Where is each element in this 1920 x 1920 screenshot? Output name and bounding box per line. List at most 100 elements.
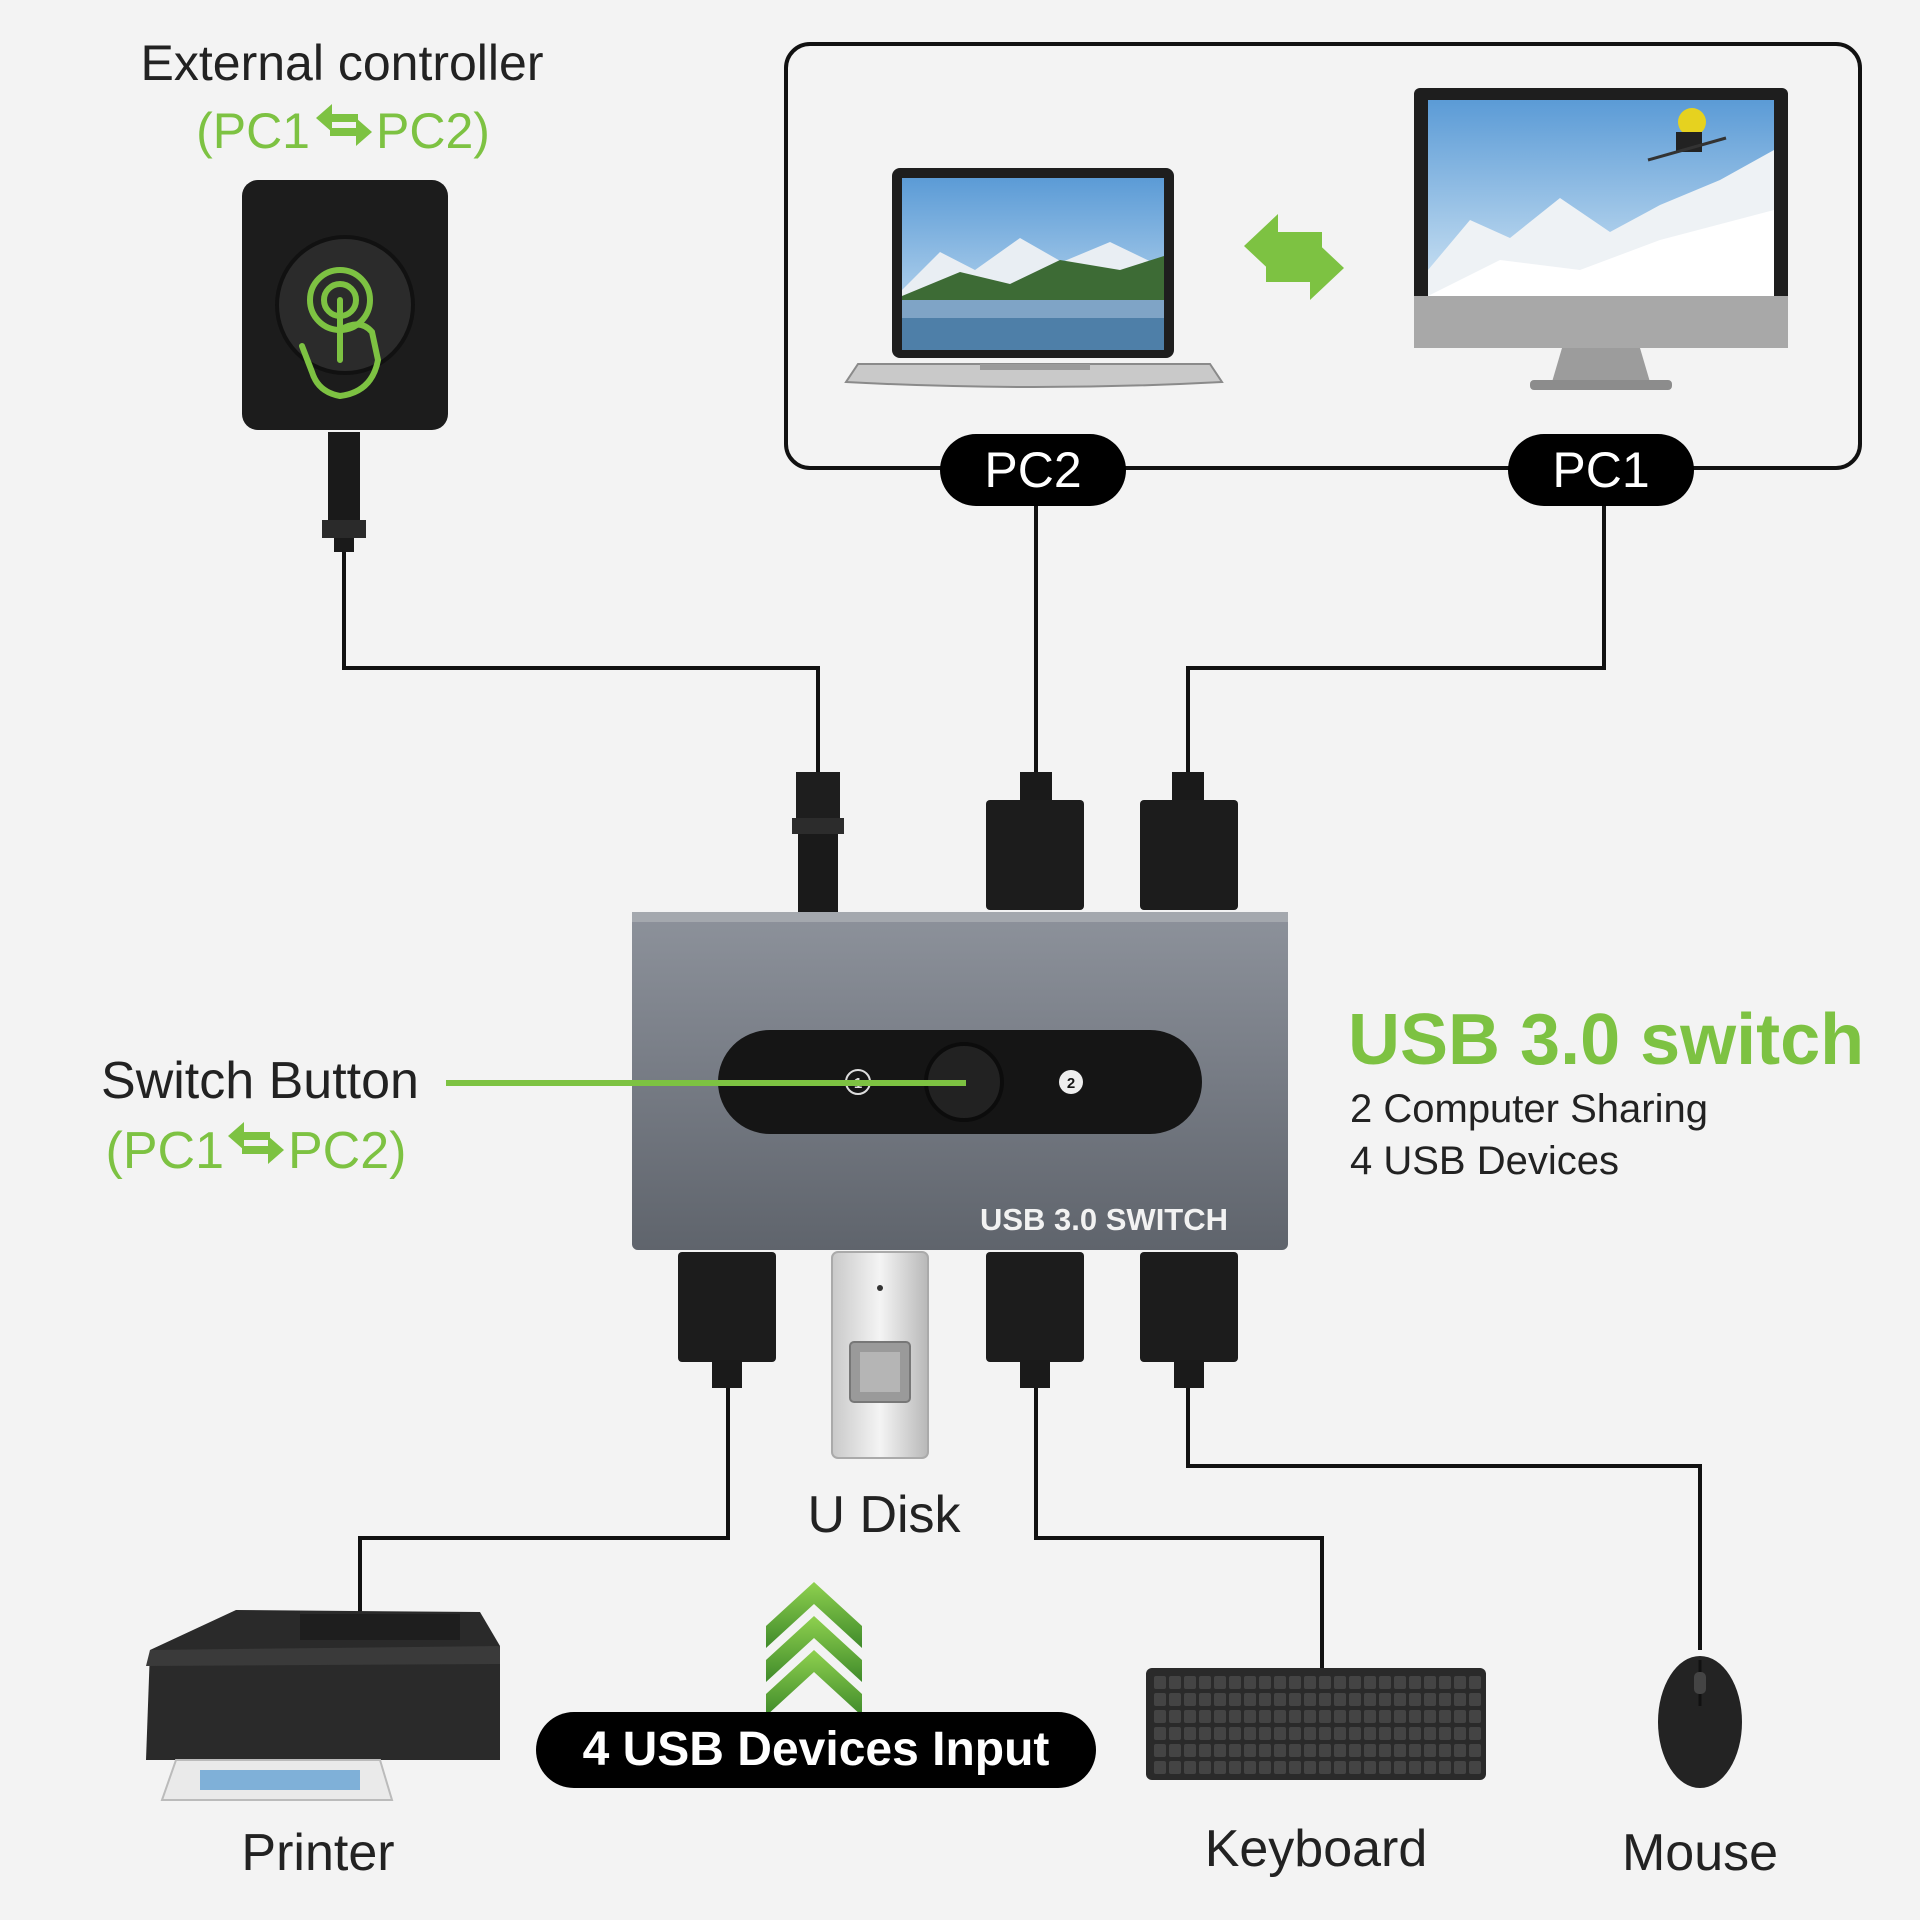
pc1-label: PC1 (1552, 442, 1649, 498)
keyboard-key (1259, 1710, 1271, 1723)
bottom-connectors (678, 1251, 1238, 1459)
keyboard-key (1184, 1727, 1196, 1740)
printer (146, 1610, 500, 1801)
pc1-cable (1186, 505, 1606, 780)
keyboard-key (1199, 1693, 1211, 1706)
keyboard-key (1169, 1727, 1181, 1740)
keyboard-key (1469, 1727, 1481, 1740)
pc2-label: PC2 (984, 442, 1081, 498)
keyboard-key (1469, 1744, 1481, 1757)
keyboard-key (1394, 1744, 1406, 1757)
laptop-pc2 (844, 168, 1224, 388)
keyboard-key (1154, 1761, 1166, 1774)
keyboard-key (1274, 1710, 1286, 1723)
keyboard-key (1394, 1761, 1406, 1774)
keyboard-key (1439, 1744, 1451, 1757)
keyboard-key (1229, 1761, 1241, 1774)
keyboard-key (1274, 1727, 1286, 1740)
keyboard-key (1364, 1710, 1376, 1723)
keyboard-key (1319, 1761, 1331, 1774)
keyboard-key (1259, 1693, 1271, 1706)
top-connectors (792, 772, 1238, 912)
keyboard-key (1439, 1676, 1451, 1689)
keyboard-key (1349, 1710, 1361, 1723)
keyboard-key (1214, 1676, 1226, 1689)
keyboard-key (1199, 1727, 1211, 1740)
keyboard-key (1424, 1744, 1436, 1757)
keyboard-key (1334, 1744, 1346, 1757)
keyboard-key (1439, 1693, 1451, 1706)
controller-button[interactable] (275, 235, 415, 375)
keyboard-key (1364, 1693, 1376, 1706)
port-2-indicator (1059, 1070, 1083, 1094)
mouse-cable (1186, 1385, 1702, 1650)
keyboard-key (1154, 1727, 1166, 1740)
keyboard-key (1319, 1710, 1331, 1723)
keyboard-key (1244, 1727, 1256, 1740)
keyboard-key (1289, 1693, 1301, 1706)
keyboard-key (1394, 1676, 1406, 1689)
keyboard-key (1289, 1676, 1301, 1689)
keyboard-key (1319, 1727, 1331, 1740)
keyboard-key (1454, 1676, 1466, 1689)
input-badge-label: 4 USB Devices Input (583, 1723, 1050, 1776)
input-arrow-icon (766, 1582, 862, 1716)
swap-arrows-icon (316, 104, 372, 146)
keyboard-key (1154, 1710, 1166, 1723)
usb-plug-mouse (1140, 1252, 1238, 1388)
keyboard-key (1229, 1744, 1241, 1757)
keyboard-key (1169, 1710, 1181, 1723)
keyboard-key (1259, 1676, 1271, 1689)
keyboard-key (1319, 1676, 1331, 1689)
switch-swap-arrows-icon (228, 1122, 284, 1164)
keyboard-key (1334, 1727, 1346, 1740)
computer-swap-arrows-icon (1244, 214, 1344, 300)
keyboard-key (1409, 1761, 1421, 1774)
keyboard-cable (1034, 1385, 1324, 1670)
keyboard-key (1379, 1710, 1391, 1723)
keyboard-key (1214, 1727, 1226, 1740)
keyboard-key (1214, 1710, 1226, 1723)
usb-plug-printer (678, 1252, 776, 1388)
keyboard-key (1364, 1676, 1376, 1689)
keyboard-key (1439, 1710, 1451, 1723)
usb-plug-pc1 (1140, 772, 1238, 910)
dc-plug (792, 772, 844, 912)
keyboard-key (1289, 1761, 1301, 1774)
switch-button-subtitle-right: PC2) (288, 1122, 406, 1180)
keyboard-key (1214, 1693, 1226, 1706)
keyboard-key (1334, 1761, 1346, 1774)
cables (342, 505, 1702, 1670)
keyboard-key (1319, 1693, 1331, 1706)
keyboard-key (1274, 1693, 1286, 1706)
keyboard-key (1469, 1676, 1481, 1689)
external-controller-title: External controller (141, 35, 544, 91)
keyboard-key (1454, 1761, 1466, 1774)
switch-button-subtitle-left: (PC1 (106, 1122, 224, 1180)
keyboard-key (1184, 1676, 1196, 1689)
keyboard-key (1334, 1676, 1346, 1689)
usb-plug-keyboard (986, 1252, 1084, 1388)
keyboard-key (1289, 1727, 1301, 1740)
input-badge: 4 USB Devices Input (536, 1712, 1096, 1788)
keyboard-key (1229, 1693, 1241, 1706)
keyboard-key (1409, 1744, 1421, 1757)
controller-plug (322, 432, 366, 552)
keyboard-key (1304, 1693, 1316, 1706)
keyboard-key (1379, 1727, 1391, 1740)
printer-label: Printer (241, 1824, 394, 1882)
keyboard-key (1319, 1744, 1331, 1757)
external-controller-subtitle-right: PC2) (376, 103, 490, 159)
keyboard-key (1424, 1693, 1436, 1706)
keyboard-key (1349, 1761, 1361, 1774)
keyboard-key (1349, 1727, 1361, 1740)
keyboard-key (1289, 1710, 1301, 1723)
keyboard-key (1304, 1727, 1316, 1740)
keyboard-key (1154, 1744, 1166, 1757)
usb-plug-pc2 (986, 772, 1084, 910)
keyboard-key (1364, 1744, 1376, 1757)
keyboard-key (1379, 1744, 1391, 1757)
keyboard-key (1424, 1727, 1436, 1740)
keyboard-key (1274, 1744, 1286, 1757)
